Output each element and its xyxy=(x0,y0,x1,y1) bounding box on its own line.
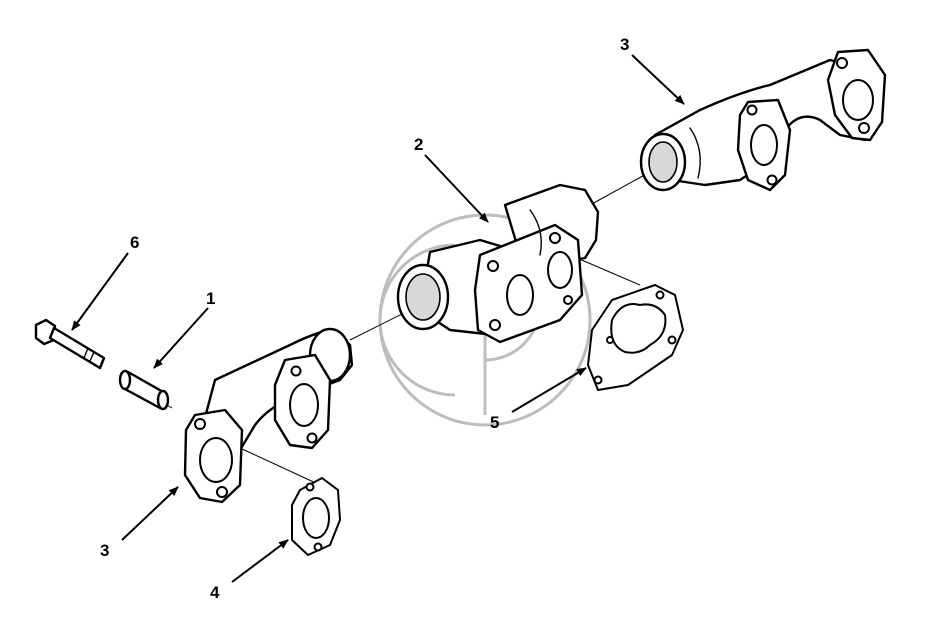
leader-5 xyxy=(511,367,587,413)
exhaust-manifold-upper xyxy=(639,48,887,192)
callout-6: 6 xyxy=(130,233,139,252)
spacer-sleeve-part xyxy=(118,369,170,411)
small-gasket-part xyxy=(291,477,341,556)
leader-arrows xyxy=(71,54,685,583)
leader-1 xyxy=(153,307,209,369)
large-gasket-part xyxy=(587,284,684,391)
callout-5: 5 xyxy=(490,413,499,432)
leader-3-lower xyxy=(121,486,179,541)
callout-1: 1 xyxy=(206,289,215,308)
center-exhaust-housing xyxy=(396,183,600,344)
leader-6 xyxy=(71,252,129,331)
leader-3-upper xyxy=(631,54,685,105)
leader-2 xyxy=(424,154,489,223)
callout-4: 4 xyxy=(210,583,220,602)
bolt-part xyxy=(34,318,106,370)
callout-3-upper: 3 xyxy=(620,35,629,54)
leader-4 xyxy=(231,539,289,583)
exhaust-manifold-lower xyxy=(183,327,354,504)
callout-3-lower: 3 xyxy=(100,541,109,560)
callout-2: 2 xyxy=(414,135,423,154)
